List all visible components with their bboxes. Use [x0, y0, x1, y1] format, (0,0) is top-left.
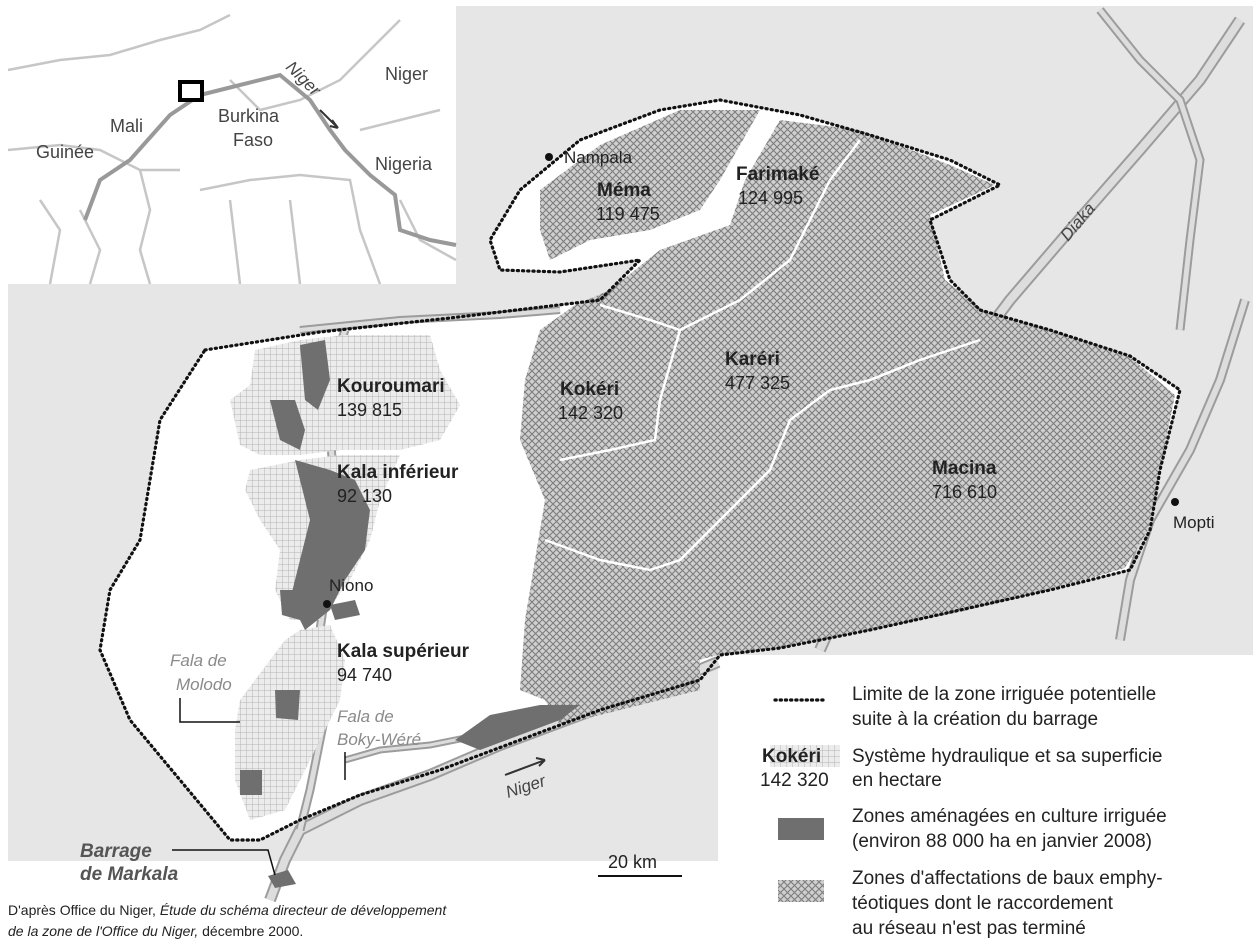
label-fala-molodo-2: Molodo	[176, 675, 232, 694]
label-fala-boky-1: Fala de	[337, 707, 394, 726]
source-prefix: D'après Office du Niger,	[8, 902, 160, 918]
zone-kala-superieur	[235, 625, 345, 820]
legend: Limite de la zone irriguée potentielle s…	[760, 684, 1167, 939]
label-kouroumari: Kouroumari	[337, 376, 445, 397]
inset-label-burkina: Burkina	[218, 106, 280, 126]
inset-location-box	[178, 80, 204, 102]
zone-southeast-strip	[545, 660, 700, 725]
legend-limit-2: suite à la création du barrage	[852, 709, 1098, 730]
area-mema: 119 475	[596, 204, 660, 224]
inset-map: Niger Mali Burkina Faso Guinée Nigeria N…	[7, 6, 457, 285]
zone-farimake	[730, 120, 995, 235]
system-boundaries	[544, 139, 981, 572]
label-farimake: Farimaké	[736, 164, 819, 185]
legend-lease-1: Zones d'affectations de baux emphy-	[852, 868, 1163, 889]
source-suffix: décembre 2000.	[198, 923, 303, 939]
inset-label-mali: Mali	[110, 116, 143, 136]
source-title-2: de la zone de l'Office du Niger,	[8, 923, 198, 939]
legend-developed-1: Zones aménagées en culture irriguée	[852, 806, 1167, 827]
area-kokeri: 142 320	[558, 403, 623, 423]
label-mema: Méma	[597, 180, 651, 201]
source-title-1: Étude du schéma directeur de développeme…	[160, 902, 448, 918]
zone-east	[520, 215, 1175, 700]
niono-dot	[323, 600, 331, 608]
area-kareri: 477 325	[725, 373, 790, 393]
label-nampala: Nampala	[564, 148, 633, 167]
legend-lease-3: au réseau n'est pas terminé	[852, 918, 1086, 939]
label-fala-molodo-1: Fala de	[170, 651, 227, 670]
barrage-leader	[172, 849, 276, 876]
niger-flow-arrow	[504, 757, 546, 776]
zone-mema	[540, 110, 760, 260]
area-kala-inferieur: 92 130	[337, 486, 392, 506]
area-farimake: 124 995	[738, 188, 803, 208]
label-macina: Macina	[932, 458, 997, 479]
legend-system-1: Système hydraulique et sa superficie	[852, 746, 1163, 767]
inset-label-guinee: Guinée	[36, 142, 94, 162]
label-fala-boky-2: Boky-Wéré	[337, 730, 421, 749]
legend-lease-2: téotiques dont le raccordement	[852, 893, 1114, 914]
source-note: D'après Office du Niger, Étude du schéma…	[8, 902, 447, 939]
source-line-1: D'après Office du Niger, Étude du schéma…	[8, 902, 447, 918]
legend-developed-2: (environ 88 000 ha en janvier 2008)	[852, 831, 1152, 852]
legend-sample-area: 142 320	[760, 770, 829, 791]
area-macina: 716 610	[932, 482, 997, 502]
mopti-dot	[1171, 498, 1179, 506]
label-barrage-2: de Markala	[80, 864, 179, 885]
inset-frame	[8, 6, 456, 284]
inset-label-niger: Niger	[385, 64, 428, 84]
lease-zones	[520, 110, 1175, 725]
legend-system-swatch	[770, 745, 840, 767]
label-kala-inferieur: Kala inférieur	[337, 462, 459, 483]
potential-zone-limit	[98, 98, 1182, 842]
inset-label-faso: Faso	[233, 130, 273, 150]
legend-lease-swatch	[778, 880, 824, 902]
developed-zones	[240, 340, 580, 888]
label-niono: Niono	[329, 576, 373, 595]
system-labels: Méma 119 475 Farimaké 124 995 Kokéri 142…	[337, 164, 997, 685]
inset-river-arrow	[319, 109, 339, 129]
nampala-dot	[545, 153, 553, 161]
area-kala-superieur: 94 740	[337, 665, 392, 685]
legend-limit-1: Limite de la zone irriguée potentielle	[852, 684, 1156, 705]
legend-developed-swatch	[778, 818, 824, 840]
label-kareri: Karéri	[725, 349, 780, 370]
label-barrage-1: Barrage	[80, 841, 152, 862]
scale-label: 20 km	[608, 852, 657, 872]
label-kala-superieur: Kala supérieur	[337, 641, 470, 662]
scale-bar: 20 km	[598, 852, 682, 877]
inset-niger-river	[83, 72, 457, 247]
area-kouroumari: 139 815	[337, 400, 402, 420]
label-kokeri: Kokéri	[560, 379, 619, 400]
fala-molodo-leader	[179, 698, 240, 723]
label-mopti: Mopti	[1173, 513, 1215, 532]
legend-system-2: en hectare	[852, 770, 942, 791]
inset-label-nigeria: Nigeria	[375, 154, 433, 174]
source-line-2: de la zone de l'Office du Niger, décembr…	[8, 923, 303, 939]
legend-sample-name: Kokéri	[762, 746, 821, 767]
